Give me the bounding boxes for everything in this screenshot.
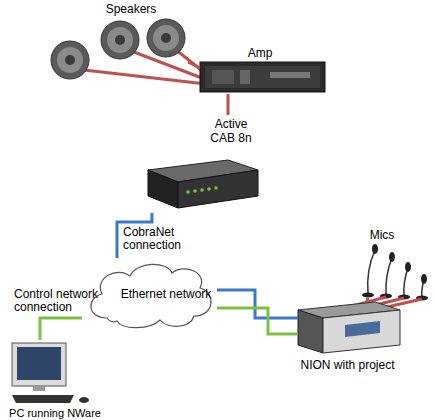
nion-display bbox=[345, 321, 380, 337]
cab-unit: Active CAB 8n bbox=[145, 115, 260, 213]
device-label: NION with project bbox=[287, 358, 408, 372]
pc-screen bbox=[17, 347, 61, 380]
pc-stand bbox=[33, 386, 45, 391]
mic-gooseneck bbox=[368, 250, 375, 294]
network-link bbox=[188, 62, 200, 68]
speaker-cone bbox=[65, 55, 75, 65]
amp-control bbox=[212, 70, 234, 84]
status-led bbox=[200, 188, 204, 192]
connection-label: Control network connection bbox=[14, 288, 114, 314]
speaker-cone bbox=[107, 27, 133, 53]
speaker-cone bbox=[161, 33, 171, 43]
status-led bbox=[214, 186, 218, 190]
pc-mouse bbox=[79, 397, 89, 403]
speaker-cone bbox=[51, 41, 89, 79]
nion-device-front bbox=[323, 310, 400, 353]
speaker-cone bbox=[101, 21, 139, 59]
speaker-cone bbox=[153, 25, 179, 51]
cab-device-front bbox=[178, 170, 258, 208]
device-label: PC running NWare bbox=[0, 406, 110, 420]
pc-workstation: PC running NWare bbox=[0, 340, 110, 420]
speaker-cone bbox=[115, 35, 125, 45]
device-label: Speakers bbox=[100, 2, 162, 16]
network-link bbox=[217, 290, 285, 318]
mic-group: Mics bbox=[360, 228, 435, 298]
pc-keyboard bbox=[12, 395, 74, 403]
mic-head bbox=[405, 262, 411, 272]
amp-panel bbox=[205, 66, 320, 88]
network-cable bbox=[285, 333, 298, 336]
pc-monitor bbox=[12, 343, 66, 386]
status-led bbox=[207, 187, 211, 191]
mic-head bbox=[421, 274, 427, 284]
speaker-cone bbox=[147, 19, 185, 57]
amp-logo bbox=[270, 72, 310, 78]
cab-device-side bbox=[148, 170, 178, 208]
network-link bbox=[40, 318, 82, 340]
nion-unit: NION with project bbox=[285, 300, 410, 378]
amp-device bbox=[200, 62, 325, 92]
device-label: Mics bbox=[362, 228, 402, 242]
mic-head bbox=[372, 244, 378, 254]
speaker-cone bbox=[57, 47, 83, 73]
network-link bbox=[227, 94, 230, 115]
device-label: Active CAB 8n bbox=[203, 117, 259, 145]
mic-base bbox=[362, 293, 374, 298]
device-label: Ethernet network bbox=[115, 287, 217, 301]
speaker-group: Speakers bbox=[48, 2, 188, 82]
amp-unit: Amp bbox=[200, 42, 325, 94]
mic-gooseneck bbox=[386, 258, 392, 295]
nion-device-side bbox=[298, 310, 323, 353]
status-led bbox=[193, 189, 197, 193]
network-link bbox=[366, 298, 369, 300]
amp-control bbox=[240, 70, 250, 84]
mic-gooseneck bbox=[404, 268, 408, 296]
network-cable bbox=[285, 317, 298, 320]
connection-label: CobraNet connection bbox=[123, 226, 187, 252]
mic-head bbox=[389, 252, 395, 262]
device-label: Amp bbox=[238, 46, 282, 60]
network-cloud: Ethernet network bbox=[82, 258, 217, 330]
network-link bbox=[217, 308, 285, 334]
status-led bbox=[186, 190, 190, 194]
